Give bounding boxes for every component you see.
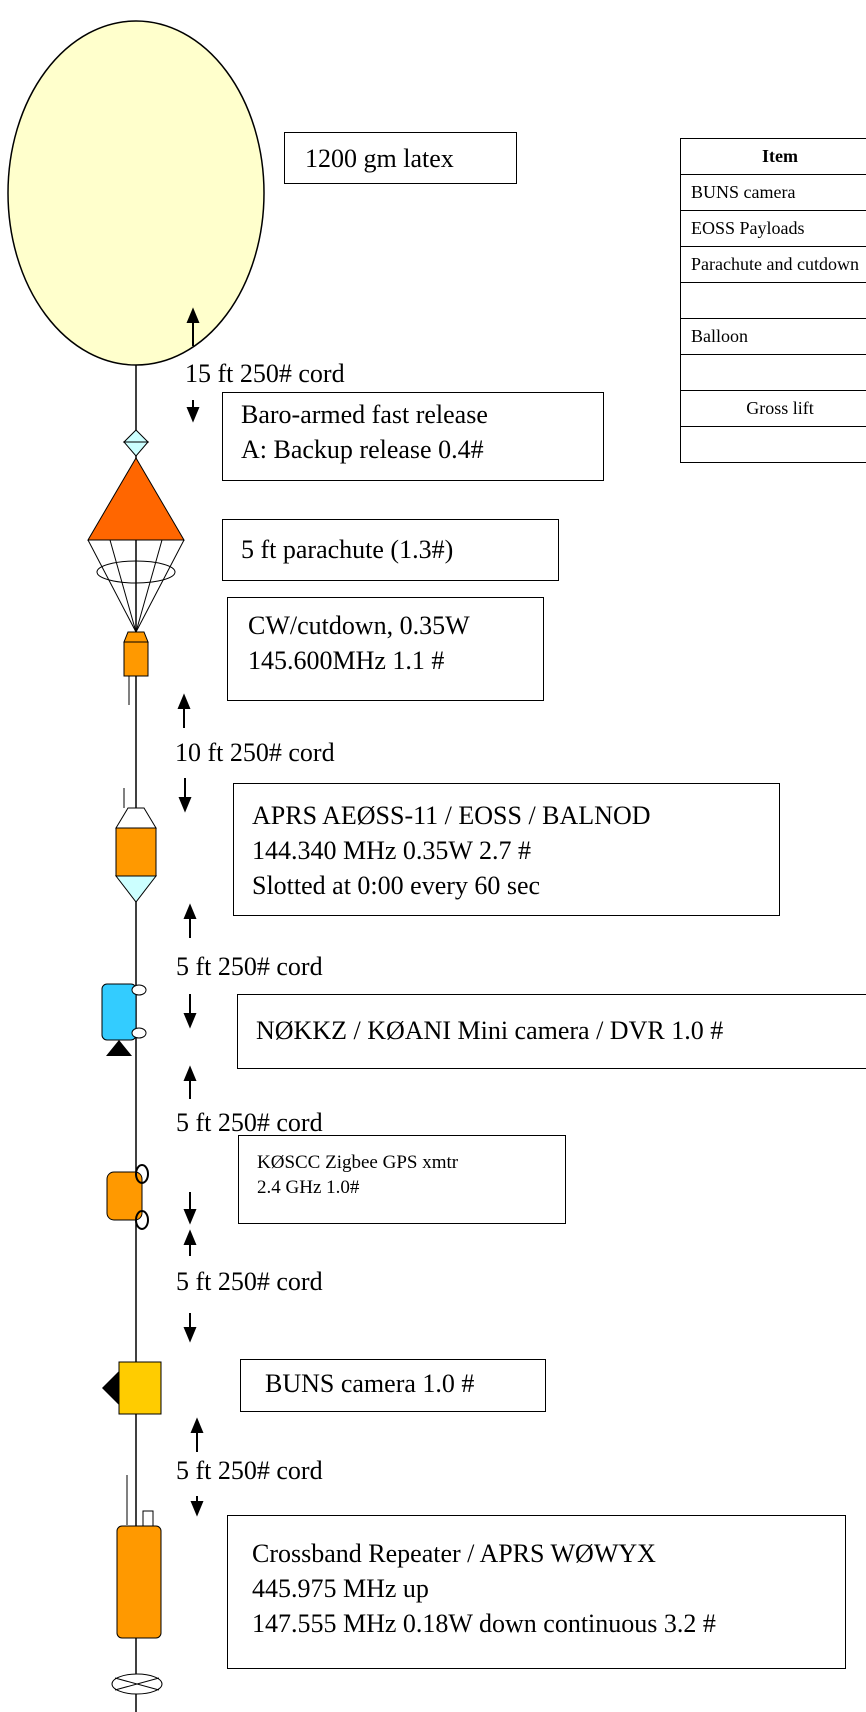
zigbee-box: KØSCC Zigbee GPS xmtr 2.4 GHz 1.0# <box>238 1135 566 1224</box>
table-cell: Parachute and cutdown <box>680 246 866 283</box>
table-cell <box>680 426 866 463</box>
cord-label: 5 ft 250# cord <box>176 1456 323 1485</box>
table-header: Item <box>680 138 866 175</box>
table-cell: Balloon <box>680 318 866 355</box>
parachute-label: 5 ft parachute (1.3#) <box>241 535 454 564</box>
mini-camera-lens <box>106 1040 132 1056</box>
mini-camera-label: NØKKZ / KØANI Mini camera / DVR 1.0 # <box>256 1016 724 1045</box>
fast-release-lower <box>122 441 150 457</box>
buns-label: BUNS camera 1.0 # <box>265 1369 475 1398</box>
cutdown-box: CW/cutdown, 0.35W 145.600MHz 1.1 # <box>227 597 544 701</box>
table-cell: BUNS camera <box>680 174 866 211</box>
release-line: Baro-armed fast release <box>241 400 488 429</box>
balloon-label-box: 1200 gm latex <box>284 132 517 184</box>
table-row <box>680 426 866 463</box>
fast-release <box>122 429 150 443</box>
buns-box: BUNS camera 1.0 # <box>240 1359 546 1412</box>
balloon-label: 1200 gm latex <box>305 144 454 173</box>
weight-table: Item BUNS camera EOSS Payloads Parachute… <box>680 138 866 463</box>
buns-camera-lens <box>102 1371 119 1405</box>
cutdown-line: CW/cutdown, 0.35W <box>248 611 470 640</box>
mini-camera <box>101 983 137 1041</box>
aprs-line: APRS AEØSS-11 / EOSS / BALNOD <box>252 801 651 830</box>
cord-label: 15 ft 250# cord <box>185 359 345 388</box>
table-cell <box>680 282 866 319</box>
aprs-payload <box>115 827 157 877</box>
table-row <box>680 354 866 391</box>
cord-label: 10 ft 250# cord <box>175 738 335 767</box>
table-cell: EOSS Payloads <box>680 210 866 247</box>
parachute-box: 5 ft parachute (1.3#) <box>222 519 559 581</box>
cord-label: 5 ft 250# cord <box>176 1267 323 1296</box>
repeater-payload <box>116 1525 162 1639</box>
table-row: Balloon <box>680 318 866 355</box>
table-row: BUNS camera <box>680 174 866 211</box>
repeater-line: 445.975 MHz up <box>252 1574 429 1604</box>
cord-label: 5 ft 250# cord <box>176 952 323 981</box>
repeater-box: Crossband Repeater / APRS WØWYX 445.975 … <box>227 1515 846 1669</box>
table-cell <box>680 354 866 391</box>
balloon <box>7 20 265 366</box>
table-row: Gross lift <box>680 390 866 427</box>
release-box: Baro-armed fast release A: Backup releas… <box>222 392 604 481</box>
arrows <box>177 307 204 1517</box>
table-cell: Gross lift <box>680 390 866 427</box>
table-row: EOSS Payloads <box>680 210 866 247</box>
cutdown-payload <box>123 641 149 677</box>
parachute-ring <box>96 560 176 584</box>
repeater-line: Crossband Repeater / APRS WØWYX <box>252 1539 656 1568</box>
table-row <box>680 282 866 319</box>
mini-camera-box: NØKKZ / KØANI Mini camera / DVR 1.0 # <box>237 994 866 1069</box>
cutdown-line: 145.600MHz 1.1 # <box>248 646 445 676</box>
parachute-canopy <box>87 457 185 541</box>
zigbee-line: KØSCC Zigbee GPS xmtr <box>257 1152 459 1173</box>
aprs-line: 144.340 MHz 0.35W 2.7 # <box>252 836 532 866</box>
aprs-line: Slotted at 0:00 every 60 sec <box>252 871 541 901</box>
table-row: Parachute and cutdown <box>680 246 866 283</box>
buns-camera <box>118 1361 162 1415</box>
aprs-box: APRS AEØSS-11 / EOSS / BALNOD 144.340 MH… <box>233 783 780 916</box>
cord-label: 5 ft 250# cord <box>176 1108 323 1137</box>
release-line: A: Backup release 0.4# <box>241 435 484 465</box>
zigbee-payload <box>106 1171 143 1221</box>
repeater-line: 147.555 MHz 0.18W down continuous 3.2 # <box>252 1609 716 1639</box>
zigbee-line: 2.4 GHz 1.0# <box>257 1176 360 1198</box>
